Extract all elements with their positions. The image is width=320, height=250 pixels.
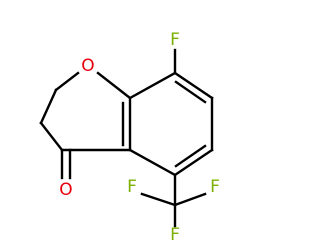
bond-cf3-f-left	[140, 192, 177, 207]
molecule-canvas: O F O F F F	[39, 30, 220, 245]
bond-o1-c2	[54, 71, 80, 92]
bond-c3-c4	[39, 121, 64, 152]
bond-c6-c5-inner	[174, 144, 207, 168]
cf3-fluorine-bottom-label: F	[170, 225, 180, 245]
bond-c5-c4a	[128, 148, 177, 177]
molecule-structure: O F O F F F	[39, 30, 220, 245]
bond-cf3-f-right	[173, 192, 207, 207]
bond-c6-c5	[173, 148, 214, 177]
ring-oxygen-label: O	[81, 56, 94, 76]
cf3-fluorine-left-label: F	[127, 177, 137, 197]
fluorine-top-label: F	[170, 30, 180, 50]
bond-c8a-o1	[96, 71, 132, 100]
bond-c8-c7	[173, 71, 214, 100]
bond-c8a-c8	[128, 71, 177, 100]
bond-c2-c3	[39, 88, 58, 125]
carbonyl-oxygen-label: O	[59, 180, 72, 200]
cf3-fluorine-right-label: F	[210, 177, 220, 197]
bond-c8-c7-inner	[174, 80, 207, 104]
